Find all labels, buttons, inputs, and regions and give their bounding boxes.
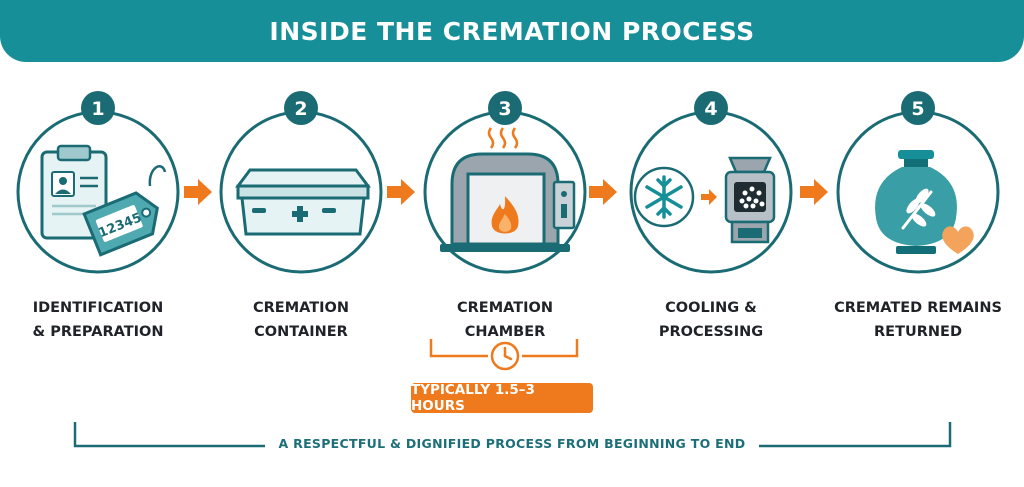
step-5-label-line2: RETURNED bbox=[874, 324, 962, 340]
step-1-number-badge bbox=[81, 91, 115, 125]
snowflake-icon bbox=[633, 166, 695, 228]
step-2-number: 2 bbox=[294, 98, 307, 120]
step-1: 1 12345 bbox=[16, 91, 180, 274]
step-5-number: 5 bbox=[911, 98, 924, 120]
step-5-label: CREMATED REMAINS RETURNED bbox=[823, 296, 1013, 344]
step-5-label-line1: CREMATED REMAINS bbox=[834, 300, 1002, 316]
processor-icon bbox=[724, 156, 776, 244]
duration-bracket bbox=[429, 339, 579, 371]
step-3-label-line2: CHAMBER bbox=[464, 324, 546, 340]
step-3-number: 3 bbox=[498, 98, 511, 120]
step-2-label-line2: CONTAINER bbox=[254, 324, 348, 340]
step-2: 2 bbox=[219, 91, 383, 274]
step-4-label: COOLING & PROCESSING bbox=[616, 296, 806, 344]
step-4-number-badge bbox=[694, 91, 728, 125]
casket-icon bbox=[235, 168, 371, 236]
header-banner: INSIDE THE CREMATION PROCESS bbox=[0, 0, 1024, 62]
heat-waves-icon bbox=[487, 127, 519, 149]
step-3-number-badge bbox=[488, 91, 522, 125]
step-1-label-line2: & PREPARATION bbox=[32, 324, 164, 340]
step-5: 5 bbox=[836, 91, 1000, 274]
step-2-label-line1: CREMATION bbox=[253, 300, 349, 316]
step-3-label-line1: CREMATION bbox=[457, 300, 553, 316]
footer-caption-wrap: A RESPECTFUL & DIGNIFIED PROCESS FROM BE… bbox=[0, 436, 1024, 451]
step-1-number: 1 bbox=[91, 98, 104, 120]
step-5-number-badge bbox=[901, 91, 935, 125]
step-4-label-line2: PROCESSING bbox=[658, 324, 764, 340]
step-4-label-line1: COOLING & bbox=[665, 300, 757, 316]
step-3: 3 bbox=[423, 91, 587, 274]
step-2-number-badge bbox=[284, 91, 318, 125]
step-3-label: CREMATION CHAMBER bbox=[410, 296, 600, 344]
small-arrow-icon bbox=[701, 189, 717, 205]
step-1-label: IDENTIFICATION & PREPARATION bbox=[3, 296, 193, 344]
arrow-right-icon bbox=[800, 179, 828, 205]
step-4: 4 bbox=[629, 91, 793, 274]
arrow-right-icon bbox=[184, 179, 212, 205]
leaf-icon bbox=[901, 188, 936, 230]
step-4-number: 4 bbox=[704, 98, 717, 120]
heart-icon bbox=[942, 226, 974, 254]
arrow-right-icon bbox=[387, 179, 415, 205]
duration-badge: TYPICALLY 1.5–3 HOURS bbox=[411, 382, 593, 414]
id-tag-icon: 12345 bbox=[82, 165, 167, 257]
page-title: INSIDE THE CREMATION PROCESS bbox=[269, 16, 755, 46]
clock-icon bbox=[490, 341, 520, 371]
step-1-label-line1: IDENTIFICATION bbox=[32, 300, 164, 316]
arrow-right-icon bbox=[589, 179, 617, 205]
step-2-label: CREMATION CONTAINER bbox=[206, 296, 396, 344]
footer-caption: A RESPECTFUL & DIGNIFIED PROCESS FROM BE… bbox=[264, 436, 760, 451]
flame-icon bbox=[491, 196, 519, 234]
